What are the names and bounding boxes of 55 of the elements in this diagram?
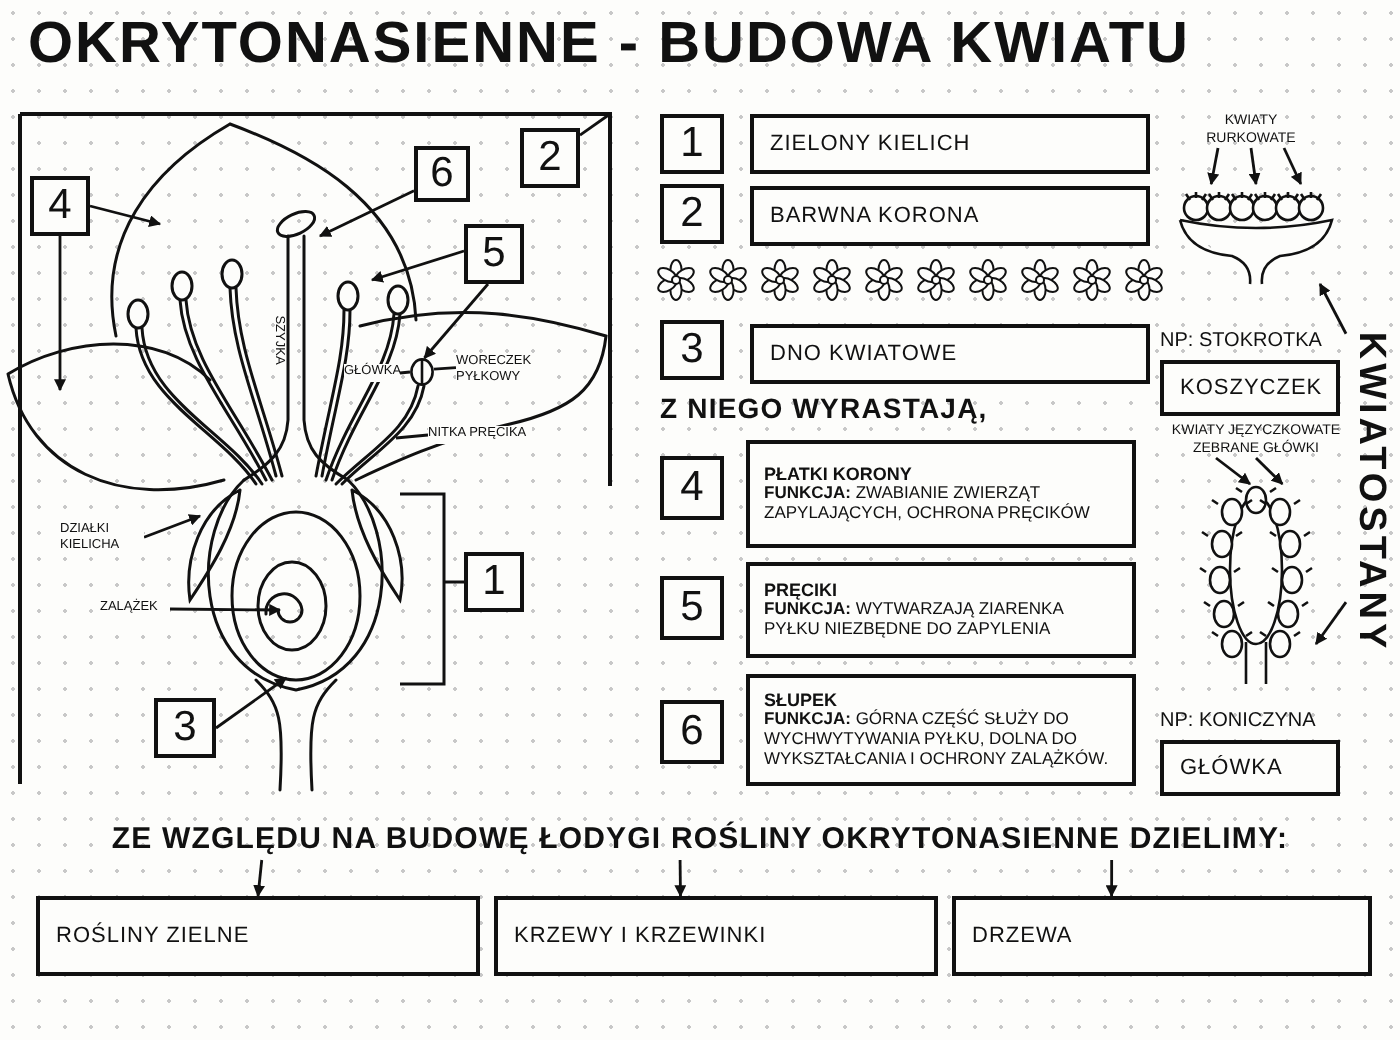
section-note: Z NIEGO WYRASTAJĄ, [660, 392, 988, 424]
example-note: NP: KONICZYNA [1160, 710, 1316, 732]
arrow [674, 860, 687, 898]
arrow [253, 859, 266, 898]
term-box: BARWNA KORONA [750, 186, 1150, 246]
term-box: KOSZYCZEK [1160, 360, 1340, 416]
leader-line [579, 112, 611, 137]
callout-number: 5 [464, 224, 524, 284]
definition-box [746, 674, 1136, 786]
arrow [1248, 147, 1261, 186]
callout-number: 2 [660, 184, 724, 244]
arrow [1207, 147, 1220, 186]
arrow [1105, 860, 1118, 898]
leader-arrow [318, 189, 415, 238]
definition-text: FUNKCJA: GÓRNA CZĘŚĆ SŁUŻY DO WYCHWYTYWANIA PYŁKU, DOLNA DO WYKSZTAŁCANIA I OCHRONY ZALĄŻKÓW. [764, 710, 1111, 770]
callout-number: 1 [464, 552, 524, 612]
callout-number: 3 [660, 320, 724, 380]
definition-text: FUNKCJA: WYTWARZAJĄ ZIARENKA PYŁKU NIEZBĘDNE DO ZAPYLENIA [764, 600, 1066, 640]
leader-arrow [215, 676, 287, 730]
callout-number: 4 [30, 176, 90, 236]
callout-number: 3 [154, 698, 216, 758]
definition-heading: PRĘCIKI [764, 580, 838, 601]
statement-text: ZE WZGLĘDU NA BUDOWĘ ŁODYGI ROŚLINY OKRYTONASIENNE DZIELIMY: [36, 816, 1364, 860]
term-box: DNO KWIATOWE [750, 324, 1150, 384]
callout-number: 2 [520, 128, 580, 188]
definition-box [746, 440, 1136, 548]
leader-arrow [89, 204, 162, 228]
callout-number: 6 [660, 700, 724, 764]
callout-number: 4 [660, 456, 724, 520]
callout-number: 6 [414, 146, 470, 202]
arrow [423, 283, 490, 359]
leader-arrow [54, 236, 66, 392]
arrow [1314, 601, 1348, 645]
definition-heading: SŁUPEK [764, 690, 838, 711]
arrow [1215, 456, 1251, 486]
arrow [1255, 457, 1284, 485]
term-box: DRZEWA [952, 896, 1372, 976]
example-note: NP: STOKROTKA [1160, 330, 1322, 352]
definition-text: FUNKCJA: ZWABIANIE ZWIERZĄT ZAPYLAJĄCYCH, OCHRONA PRĘCIKÓW [764, 484, 1092, 524]
leader-arrow [370, 249, 465, 283]
term-box: KRZEWY I KRZEWINKI [494, 896, 938, 976]
definition-heading: PŁATKI KORONY [764, 464, 912, 485]
leader-arrow [143, 514, 202, 539]
term-box: GŁÓWKA [1160, 740, 1340, 796]
leader-arrow [170, 603, 282, 616]
callout-number: 5 [660, 576, 724, 640]
term-box: ROŚLINY ZIELNE [36, 896, 480, 976]
section-heading: KWIATOSTANY [1346, 320, 1394, 664]
callout-number: 1 [660, 114, 724, 174]
definition-box [746, 562, 1136, 658]
term-box: ZIELONY KIELICH [750, 114, 1150, 174]
leader-line [395, 433, 429, 440]
page-title: OKRYTONASIENNE - BUDOWA KWIATU [28, 12, 1190, 78]
arrow [1282, 147, 1303, 186]
arrow [1318, 282, 1348, 335]
